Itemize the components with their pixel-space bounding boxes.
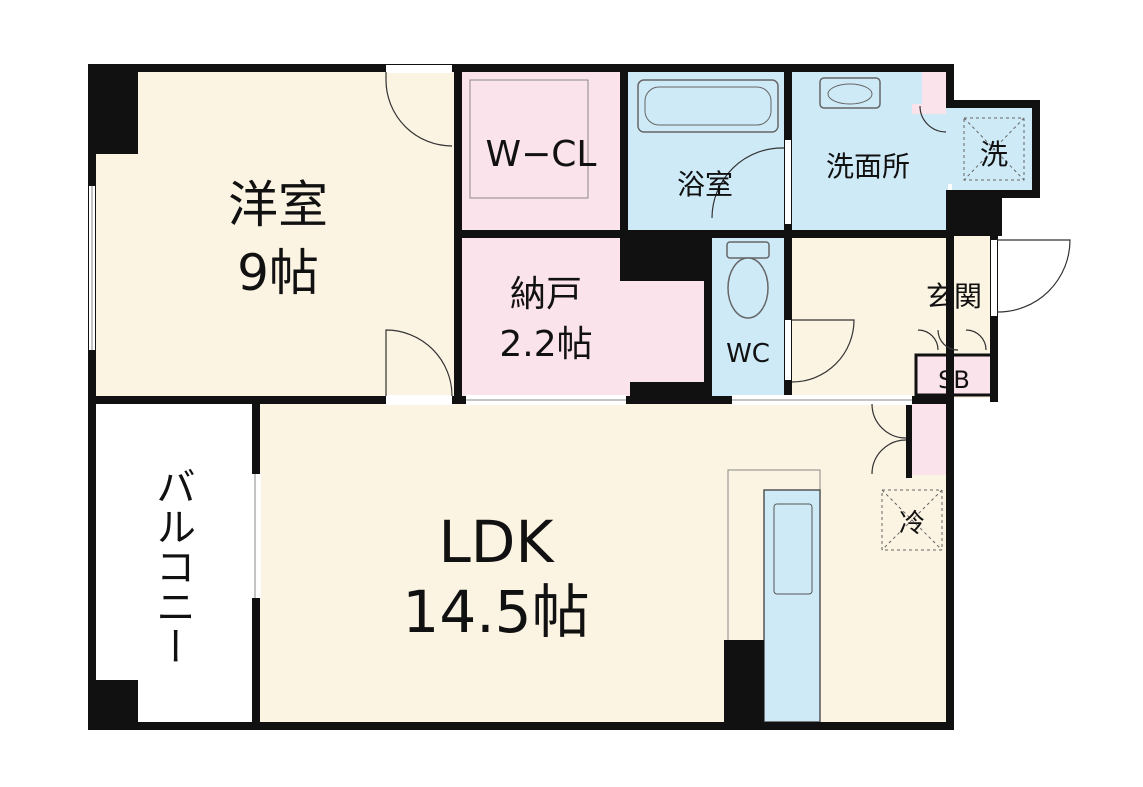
fridge-space	[881, 489, 943, 551]
fridge-cross-2	[881, 489, 943, 551]
toilet-bowl	[727, 257, 769, 319]
ldk-name: LDK	[438, 508, 555, 576]
fridge-label: 冷	[899, 509, 925, 539]
washer-area-floor	[952, 108, 1034, 190]
ldk-floor	[260, 400, 950, 726]
windows	[89, 65, 997, 598]
door-swings	[385, 72, 1071, 475]
western-room-floor	[94, 70, 458, 398]
kitchen-sink	[773, 503, 813, 595]
bathtub-inner	[644, 86, 772, 126]
washer-cross-2	[963, 117, 1025, 181]
bathtub	[637, 79, 779, 133]
western-room-size: 9帖	[237, 244, 319, 302]
wash-basin	[819, 77, 881, 109]
washer-space	[963, 117, 1025, 181]
hall-floor	[792, 236, 912, 398]
western-room-name: 洋室	[228, 176, 328, 234]
bath-label: 浴室	[677, 168, 733, 201]
entrance-label: 玄関	[926, 280, 982, 313]
storage-name: 納戸	[510, 274, 582, 315]
wcl-label: W−CL	[486, 134, 597, 175]
kitchen-counter	[763, 489, 821, 723]
storage-size: 2.2帖	[499, 324, 592, 365]
wcl-floor	[462, 70, 624, 230]
shoebox-label: SB	[938, 366, 970, 394]
wcl-shelf	[469, 79, 589, 199]
balcony-label: バルコニー	[149, 466, 195, 666]
toilet-tank	[726, 241, 770, 259]
ldk-closet-floor	[910, 400, 948, 475]
wc-label: WC	[726, 339, 770, 369]
wash-basin-bowl	[827, 83, 873, 105]
washer-label: 洗	[980, 138, 1008, 171]
balcony-floor	[94, 400, 250, 726]
washroom-label: 洗面所	[826, 150, 910, 183]
ldk-size: 14.5帖	[402, 578, 589, 646]
